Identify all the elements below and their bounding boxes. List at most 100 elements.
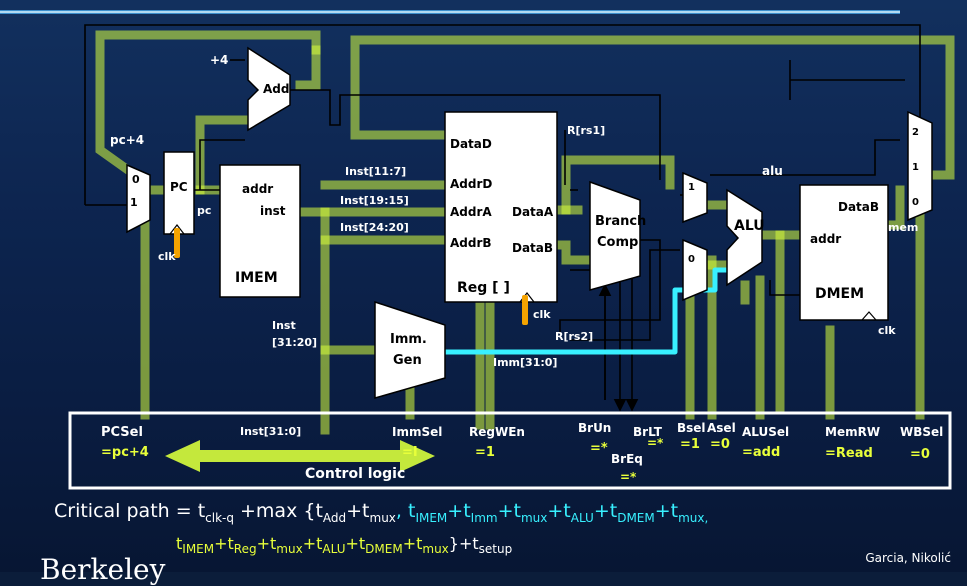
- regwen-name: RegWEn: [469, 425, 525, 439]
- branch-comparator: Branch Comp: [589, 180, 646, 291]
- asel-name: Asel: [707, 421, 736, 435]
- credit-text: Garcia, Nikolić: [865, 551, 951, 565]
- dmem-addr-label: addr: [810, 232, 841, 246]
- critical-path-1-part-11: +t: [547, 500, 571, 522]
- wb-0-label: 0: [912, 197, 919, 208]
- breq-value: =*: [620, 470, 637, 484]
- writeback-mux: 2 1 0: [907, 110, 933, 222]
- bsel-value: =1: [680, 437, 700, 452]
- b-mux-0-label: 0: [688, 254, 695, 265]
- inst-31-0-label: Inst[31:0]: [240, 425, 301, 438]
- asel-value: =0: [710, 437, 730, 452]
- immsel-value: =I: [402, 445, 418, 460]
- pc-mux: 0 1: [126, 163, 151, 234]
- a-mux-1-label: 1: [688, 182, 695, 193]
- datad-label: DataD: [450, 137, 492, 151]
- pc-plus4-label: pc+4: [110, 133, 144, 147]
- critical-path-1-part-3: +t: [346, 500, 370, 522]
- alu-b-mux: 0: [682, 238, 708, 302]
- critical-path-1-part-14: DMEM: [617, 510, 655, 525]
- r-rs1-label: R[rs1]: [567, 124, 605, 137]
- r-rs2-label: R[rs2]: [555, 330, 593, 343]
- reg-label: Reg [ ]: [457, 280, 510, 296]
- pc-mux-1-label: 1: [130, 196, 138, 209]
- mem-label: mem: [888, 221, 918, 234]
- critical-path-2-part-1: IMEM: [182, 542, 215, 557]
- datab-label: DataB: [512, 241, 553, 255]
- inst-31-20-label-a: Inst: [272, 319, 296, 332]
- alu-label: ALU: [734, 218, 765, 234]
- dataa-label: DataA: [512, 205, 554, 219]
- critical-path-1-part-6: IMEM: [415, 510, 448, 525]
- inst-19-15-label: Inst[19:15]: [340, 194, 409, 207]
- critical-path-1-part-9: +t: [497, 500, 521, 522]
- critical-path-1-part-13: +t: [593, 500, 618, 522]
- critical-path-1-part-8: Imm: [470, 510, 498, 525]
- imem-inst-label: inst: [260, 204, 286, 218]
- alu: ALU: [726, 188, 765, 287]
- brlt-name: BrLT: [633, 425, 663, 439]
- imm-31-0-label: Imm[31:0]: [493, 356, 557, 369]
- critical-path-1-part-15: +t: [654, 500, 679, 522]
- reg-clock-arrow: [522, 295, 528, 325]
- pcsel-name: PCSel: [101, 425, 143, 440]
- imm-gen-label-b: Gen: [393, 353, 422, 368]
- dmem-clk-label: clk: [878, 324, 896, 337]
- memrw-name: MemRW: [825, 425, 880, 439]
- dmem-block: DataB addr DMEM: [799, 184, 889, 321]
- critical-path-1-part-12: ALU: [570, 510, 594, 525]
- dmem-datab-label: DataB: [838, 200, 879, 214]
- adder-label: Add: [263, 82, 289, 96]
- critical-path-1-part-7: +t: [447, 500, 471, 522]
- critical-path-1-part-2: Add: [322, 510, 347, 525]
- addrb-label: AddrB: [450, 236, 492, 250]
- bsel-name: Bsel: [677, 421, 706, 435]
- critical-path-2-part-8: +t: [345, 534, 366, 553]
- pc-label: PC: [170, 180, 188, 194]
- critical-path-2-part-0: t: [176, 534, 183, 553]
- critical-path-2-part-10: +t: [402, 534, 423, 553]
- control-logic-box: [68, 411, 952, 490]
- critical-path-2-part-4: +t: [256, 534, 277, 553]
- inst-31-20-label-b: [31:20]: [272, 336, 317, 349]
- wbsel-value: =0: [910, 447, 930, 462]
- immsel-name: ImmSel: [392, 425, 442, 439]
- critical-path-2-part-5: mux: [276, 542, 303, 557]
- control-double-arrow: [165, 440, 435, 472]
- critical-path-1-part-0: clk-q: [205, 510, 234, 525]
- critical-path-2-part-12: }+t: [448, 534, 479, 553]
- plus4-label: +4: [210, 53, 228, 67]
- pc-mux-0-label: 0: [132, 173, 140, 186]
- pcsel-value: =pc+4: [101, 445, 149, 460]
- control-logic-title: Control logic: [305, 466, 405, 482]
- alusel-value: =add: [742, 445, 780, 460]
- pc-out-label: pc: [197, 204, 211, 217]
- critical-path-2-part-13: setup: [478, 542, 513, 557]
- addrd-label: AddrD: [450, 177, 492, 191]
- critical-path-1-part-4: mux: [369, 510, 396, 525]
- brun-value: =*: [590, 441, 608, 456]
- alu-a-mux: 1: [682, 171, 708, 224]
- imm-gen-label-a: Imm.: [390, 332, 427, 347]
- imem-block: addr inst IMEM: [219, 164, 301, 298]
- memrw-value: =Read: [825, 446, 873, 461]
- addra-label: AddrA: [450, 205, 492, 219]
- dmem-label: DMEM: [815, 286, 864, 302]
- critical-path-prefix: Critical path = t: [54, 500, 206, 522]
- brun-name: BrUn: [578, 421, 611, 435]
- critical-path-line-1: Critical path = tclk-q +max {tAdd+tmux, …: [54, 500, 708, 525]
- critical-path-2-part-11: mux: [422, 542, 449, 557]
- inst-24-20-label: Inst[24:20]: [340, 221, 409, 234]
- brlt-value: =*: [647, 436, 664, 450]
- critical-path-2-part-2: +t: [214, 534, 234, 553]
- critical-path-2-part-9: DMEM: [365, 542, 403, 557]
- breq-name: BrEq: [611, 452, 643, 466]
- wires: [84, 24, 921, 412]
- inst-11-7-label: Inst[11:7]: [345, 165, 406, 178]
- imem-addr-label: addr: [242, 182, 273, 196]
- branch-comp-label-a: Branch: [595, 214, 646, 229]
- critical-path-2-part-3: Reg: [233, 542, 257, 557]
- branch-comp-label-b: Comp: [597, 235, 638, 250]
- critical-path-line-2: tIMEM+tReg+tmux+tALU+tDMEM+tmux}+tsetup: [176, 534, 512, 556]
- wb-1-label: 1: [912, 162, 919, 173]
